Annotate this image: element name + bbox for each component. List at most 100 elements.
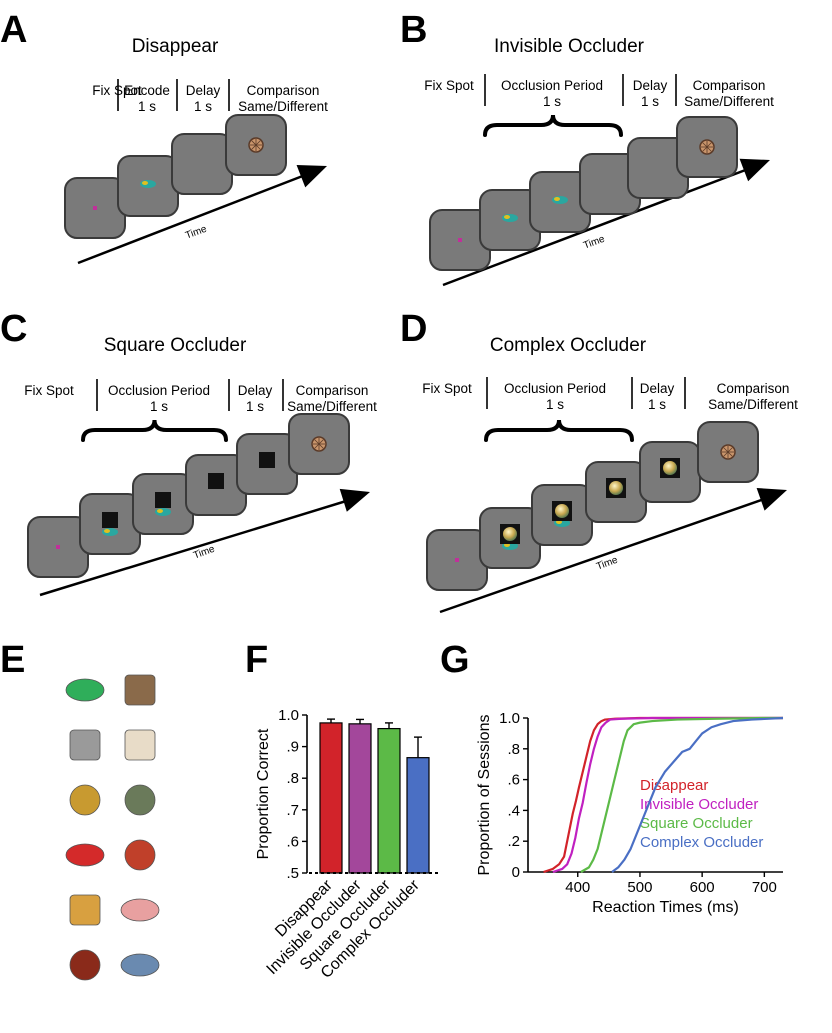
occlusion-brace [484,419,634,442]
comparison-object-detail [314,439,320,445]
bowling-ball-shape [69,949,101,981]
time-arrow-head [296,164,327,188]
time-axis-line [77,170,314,265]
y-tick-label: .7 [286,802,299,819]
step-label: Delay [238,383,273,398]
y-tick-label: .6 [507,772,520,789]
panel-title: Disappear [132,36,219,57]
step-label: Delay [640,381,675,396]
sample-object-detail [157,509,163,513]
comparison-object-detail [706,146,712,152]
sample-object-detail [504,215,510,219]
y-axis-label: Proportion Correct [255,728,272,859]
step-label: 1 s [138,99,156,114]
fish-jar [69,894,101,926]
step-label: Encode [124,83,170,98]
step-label: Comparison [693,78,766,93]
step-label: 1 s [546,397,564,412]
step-label: Fix Spot [422,381,472,396]
y-tick-label: .2 [507,833,520,850]
bar-invisible-occluder [348,723,372,874]
step-label: 1 s [246,399,264,414]
sample-object-detail [104,529,110,533]
comparison-object-detail [318,443,324,449]
x-tick-label: 700 [752,879,777,896]
panel-title: Complex Occluder [490,335,647,356]
step-label: Comparison [717,381,790,396]
comparison-object-detail [727,451,733,457]
green-crocodile-toy-shape [65,678,105,702]
red-dragon-toy-shape [65,843,105,867]
zebra-figurine-shape [124,674,156,706]
bar-complex-occluder [406,757,430,874]
complex-occluder-image [663,461,677,475]
panel-title: Square Occluder [104,335,247,356]
sample-object [155,508,171,516]
comparison-object-detail [251,144,257,150]
y-tick-label: .9 [286,739,299,756]
time-arrow-head [756,487,787,511]
comparison-object-detail [314,443,320,449]
step-label: 1 s [543,94,561,109]
sample-object-detail [554,197,560,201]
maracas [124,839,156,871]
fixation-spot [455,558,459,562]
sample-object-detail [142,181,148,185]
cheese-grater [69,729,101,761]
cheese-grater-shape [69,729,101,761]
panel-label: B [400,9,427,51]
bar-square-occluder [377,727,401,874]
toy-house-shape [124,729,156,761]
comparison-object-detail [255,144,261,150]
maracas-shape [124,839,156,871]
legend-entry: Disappear [640,777,708,794]
comparison-object-detail [255,140,261,146]
step-label: Fix Spot [24,383,74,398]
pink-cup-shape [120,898,160,922]
panel-label: A [0,9,27,51]
panel-title: Invisible Occluder [494,36,645,57]
step-label: Fix Spot [92,83,142,98]
step-label: 1 s [150,399,168,414]
red-dragon-toy [65,843,105,867]
time-label: Time [582,234,607,252]
sample-object [140,180,156,188]
y-tick-label: 1.0 [278,707,299,724]
bowling-ball [69,949,101,981]
fixation-spot [56,545,60,549]
green-crocodile-toy [65,678,105,702]
panel-label: E [0,639,25,681]
comparison-object-detail [727,447,733,453]
legend-entry: Square Occluder [640,815,753,832]
y-tick-label: .8 [286,770,299,787]
y-tick-label: 0 [512,864,520,881]
step-label: Delay [633,78,668,93]
legend-entry: Complex Occluder [640,834,763,851]
toy-house [124,729,156,761]
fish-jar-shape [69,894,101,926]
square-occluder [208,473,224,489]
zebra-figurine [124,674,156,706]
time-label: Time [184,224,209,242]
y-tick-label: 1.0 [499,710,520,727]
step-label: Comparison [296,383,369,398]
comparison-object-detail [318,439,324,445]
step-label: Same/Different [287,399,377,414]
square-occluder [102,512,118,528]
x-tick-label: 400 [565,879,590,896]
time-axis-line [39,496,357,597]
panel-label: C [0,308,27,350]
bar-disappear [319,722,343,874]
step-label: Comparison [247,83,320,98]
sample-object [102,528,118,536]
complex-occluder-image [503,527,517,541]
pink-cup [120,898,160,922]
step-label: 1 s [648,397,666,412]
x-axis-label: Reaction Times (ms) [592,899,739,916]
series-line-square-occluder [580,716,783,873]
